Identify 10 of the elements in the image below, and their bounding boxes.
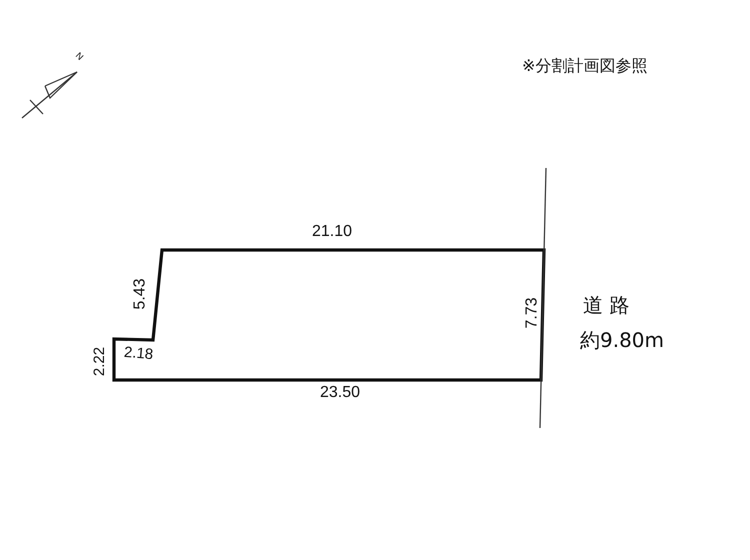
road-label: 道 路 [583,295,630,315]
road-width-label: 約9.80m [580,330,664,350]
dimension-label: 23.50 [320,385,360,401]
dimension-label: 5.43 [132,278,148,310]
reference-note: ※分割計画図参照 [522,58,648,74]
north-label: N [73,50,84,62]
dimension-label: 2.18 [122,344,154,362]
dimension-label: 7.73 [524,297,540,329]
dimension-label: 21.10 [312,224,352,240]
dimension-label: 2.22 [92,346,107,376]
